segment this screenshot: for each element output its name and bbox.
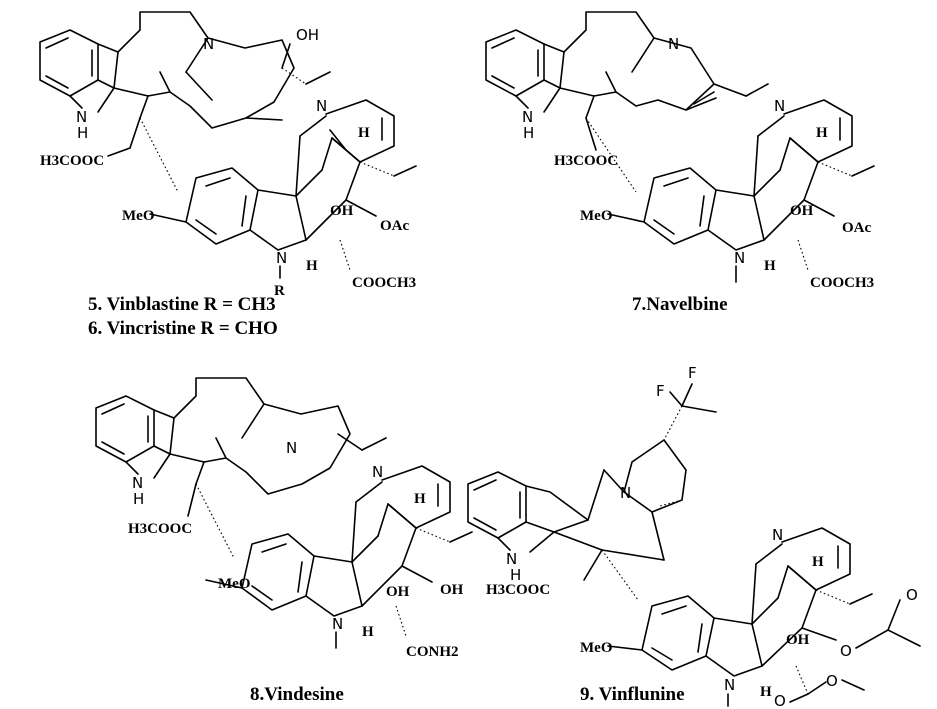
atom-n-lower: N (372, 463, 383, 481)
atom-h-lower: H (414, 491, 426, 507)
oh-label: OH (330, 203, 354, 219)
atom-o-acetyl: O (840, 642, 852, 660)
vindoline-benzene-ring (241, 533, 315, 611)
caption-navelbine: 7.Navelbine (632, 294, 728, 315)
ester-label: H3COOC (40, 153, 104, 169)
indole-benzene-ring (485, 29, 545, 97)
atom-f2: F (688, 364, 697, 382)
oh-label: OH (790, 203, 814, 219)
atom-h-bottom: H (362, 624, 374, 640)
atom-n-lower: N (774, 97, 785, 115)
atom-f1: F (656, 382, 665, 400)
structure-vindesine: N H H3COOC N MeO N H OH OH N H CONH2 (95, 377, 473, 705)
atom-nh-n: N (506, 550, 517, 568)
caption-vindesine: 8.Vindesine (250, 684, 344, 705)
atom-n-indoline: N (724, 676, 735, 694)
oac-label: OAc (842, 220, 872, 236)
cooch3-label: COOCH3 (352, 275, 416, 291)
atom-indole-h: H (523, 124, 534, 142)
vindoline-benzene-ring (185, 167, 259, 245)
r-label: R (274, 283, 285, 299)
indole-benzene-ring (95, 395, 155, 463)
atom-o-carbonyl-2: O (774, 692, 786, 709)
atom-o-ether: O (826, 672, 838, 690)
atom-n-top: N (620, 484, 631, 502)
ester-label: H3COOC (128, 521, 192, 537)
caption-line-vinblastine: 5. Vinblastine R = CH3 (88, 294, 276, 315)
meo-label: MeO (580, 208, 612, 224)
structure-vinblastine-vincristine: N H H3COOC N OH MeO N H OH OAc N R (39, 11, 417, 339)
meo-label: MeO (580, 640, 612, 656)
atom-n-top: N (286, 439, 297, 457)
atom-n-indoline: N (734, 249, 745, 267)
meo-label: MeO (122, 208, 154, 224)
vindoline-benzene-ring (643, 167, 717, 245)
atom-n-top: N (203, 35, 214, 53)
atom-o-carbonyl-1: O (906, 586, 918, 604)
atom-nh-n: N (76, 108, 87, 126)
atom-nh-n: N (522, 108, 533, 126)
oh-label: OH (386, 584, 410, 600)
atom-indole-h: H (77, 124, 88, 142)
atom-n-indoline: N (276, 249, 287, 267)
structure-navelbine: N H H3COOC N MeO N H OH OAc N H COOCH3 (485, 11, 875, 315)
atom-n-lower: N (316, 97, 327, 115)
atom-indole-h: H (133, 490, 144, 508)
caption-vinflunine: 9. Vinflunine (580, 684, 685, 705)
atom-h-lower: H (358, 125, 370, 141)
atom-oh-top: OH (296, 26, 319, 44)
atom-h-bottom: H (764, 258, 776, 274)
vindoline-benzene-ring (641, 595, 715, 671)
atom-h-bottom: H (306, 258, 318, 274)
atom-n-lower: N (772, 526, 783, 544)
atom-n-indoline: N (332, 615, 343, 633)
oh-label: OH (786, 632, 810, 648)
conh2-label: CONH2 (406, 644, 459, 660)
oac-label: OAc (380, 218, 410, 234)
ester-label: H3COOC (554, 153, 618, 169)
structure-vinflunine: F F N N H H3COOC (467, 364, 921, 709)
atom-h-bottom: H (760, 684, 772, 700)
caption-line-vincristine: 6. Vincristine R = CHO (88, 318, 278, 339)
atom-nh-n: N (132, 474, 143, 492)
atom-indole-h: H (510, 566, 521, 584)
cooch3-label: COOCH3 (810, 275, 874, 291)
meo-label: MeO (218, 576, 250, 592)
indole-benzene-ring (39, 29, 99, 97)
oh2-label: OH (440, 582, 464, 598)
indole-benzene-ring (467, 471, 527, 539)
ester-label: H3COOC (486, 582, 550, 598)
atom-h-lower: H (816, 125, 828, 141)
atom-h-lower: H (812, 554, 824, 570)
atom-n-top: N (668, 35, 679, 53)
